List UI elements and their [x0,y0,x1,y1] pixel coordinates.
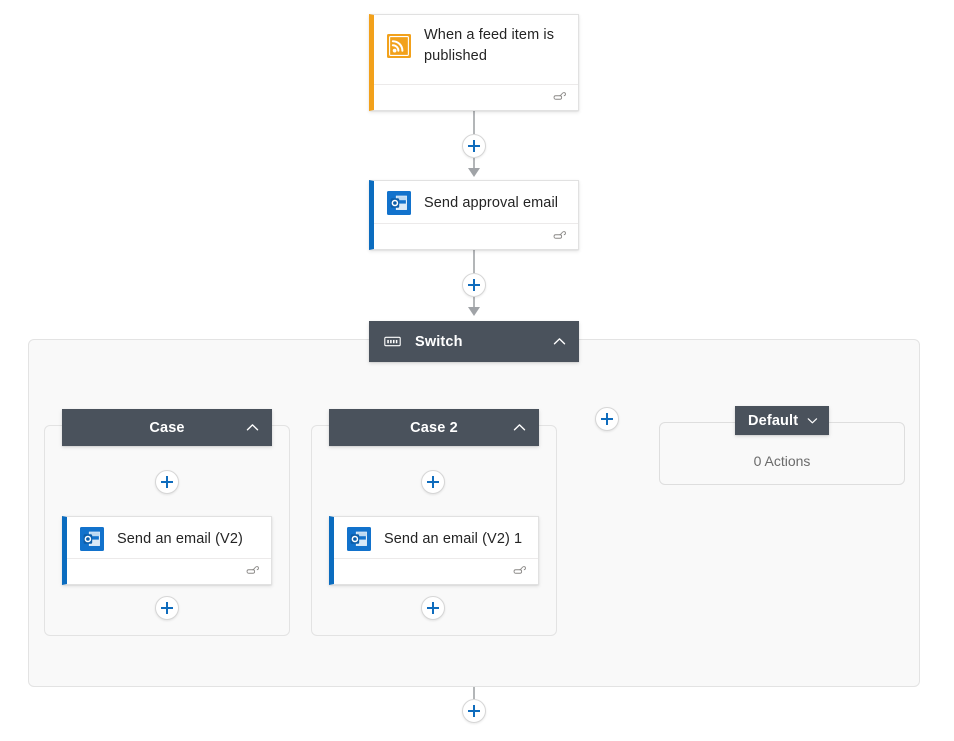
case-2-card-title: Send an email (V2) 1 [384,530,523,547]
case-1-add-step-bottom-button[interactable] [155,596,179,620]
approval-card-footer [374,223,578,249]
trigger-card-rss[interactable]: When a feed item is published [369,14,579,111]
chevron-down-icon[interactable] [807,414,818,427]
case-2-card-footer [334,558,538,584]
case-1-card-title: Send an email (V2) [117,530,243,547]
action-card-send-an-email-v2-1[interactable]: Send an email (V2) 1 [329,516,539,585]
trigger-card-header: When a feed item is published [374,15,578,77]
case-2-header[interactable]: Case 2 [329,409,539,446]
case-1-add-step-top-button[interactable] [155,470,179,494]
chevron-up-icon[interactable] [553,335,566,348]
connection-icon[interactable] [246,565,261,578]
default-header[interactable]: Default [735,406,829,435]
add-step-after-switch-button[interactable] [462,699,486,723]
add-case-button[interactable] [595,407,619,431]
outlook-icon [80,527,104,551]
add-step-after-trigger-button[interactable] [462,134,486,158]
case-2-card-header: Send an email (V2) 1 [334,517,538,561]
case-1-label: Case [149,419,185,436]
outlook-icon [387,191,411,215]
default-label: Default [748,412,799,429]
chevron-up-icon[interactable] [513,421,526,434]
case-2-add-step-bottom-button[interactable] [421,596,445,620]
case-1-header[interactable]: Case [62,409,272,446]
switch-title: Switch [415,333,463,350]
case-2-label: Case 2 [410,419,458,436]
connection-icon[interactable] [553,230,568,243]
connection-icon[interactable] [553,91,568,104]
switch-header[interactable]: Switch [369,321,579,362]
trigger-card-title: When a feed item is published [424,27,555,64]
add-step-after-approval-button[interactable] [462,273,486,297]
switch-icon [384,336,401,347]
connection-icon[interactable] [513,565,528,578]
action-card-send-an-email-v2[interactable]: Send an email (V2) [62,516,272,585]
case-1-card-footer [67,558,271,584]
rss-icon [387,34,411,58]
chevron-up-icon[interactable] [246,421,259,434]
approval-card-header: Send approval email [374,181,578,225]
action-card-send-approval-email[interactable]: Send approval email [369,180,579,250]
default-empty-label: 0 Actions [753,453,811,469]
case-2-add-step-top-button[interactable] [421,470,445,494]
trigger-card-footer [374,84,578,110]
case-1-card-header: Send an email (V2) [67,517,271,561]
outlook-icon [347,527,371,551]
approval-card-title: Send approval email [424,194,559,211]
